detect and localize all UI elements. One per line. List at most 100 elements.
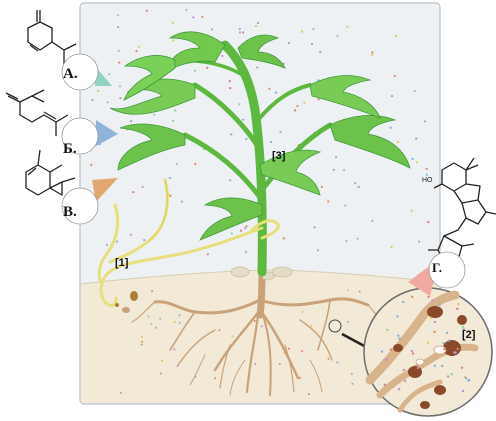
particle-dot — [150, 323, 153, 326]
particle-dot — [431, 299, 434, 302]
particle-dot — [410, 209, 413, 212]
particle-dot — [172, 39, 175, 42]
particle-dot — [396, 315, 399, 318]
particle-dot — [279, 130, 282, 133]
molecule-a-structure — [27, 10, 77, 64]
particle-dot — [441, 364, 444, 368]
particle-dot — [427, 341, 430, 345]
particle-dot — [327, 357, 330, 360]
molecule-g-atoms: HO — [422, 177, 433, 184]
particle-dot — [310, 42, 314, 46]
particle-dot — [301, 350, 304, 353]
particle-dot — [244, 250, 247, 253]
particle-dot — [312, 28, 315, 31]
particle-dot — [308, 393, 310, 396]
particle-dot — [274, 91, 278, 94]
particle-dot — [268, 87, 271, 90]
particle-dot — [206, 253, 209, 256]
particle-dot — [90, 163, 93, 166]
particle-dot — [433, 320, 436, 324]
particle-dot — [256, 21, 260, 25]
particle-dot — [350, 372, 353, 375]
particle-dot — [335, 156, 338, 159]
particle-dot — [140, 343, 143, 346]
particle-dot — [442, 342, 445, 345]
particle-dot — [151, 290, 154, 293]
particle-dot — [299, 376, 301, 379]
particle-dot — [427, 221, 430, 224]
particle-dot — [118, 61, 121, 64]
marker-2: [2] — [462, 329, 476, 341]
soil-particles — [119, 289, 361, 396]
particle-dot — [296, 105, 299, 108]
particle-dot — [468, 331, 472, 334]
particle-dot — [91, 98, 94, 101]
particle-dot — [106, 101, 109, 104]
particle-dot — [173, 320, 176, 323]
particle-dot — [278, 363, 281, 365]
particle-dot — [301, 30, 304, 33]
particle-dot — [390, 245, 393, 249]
particle-dot — [116, 14, 119, 17]
label-bubble-a — [61, 53, 99, 91]
particle-dot — [301, 310, 304, 313]
particle-dot — [245, 225, 248, 228]
particle-dot — [351, 382, 354, 385]
label-b: Б. — [63, 141, 77, 157]
label-bubble-b — [61, 117, 99, 155]
particle-dot — [153, 113, 156, 116]
particle-dot — [238, 31, 242, 34]
particle-dot — [228, 80, 231, 83]
particle-dot — [397, 334, 400, 337]
particle-dot — [380, 350, 384, 353]
particle-dot — [254, 363, 257, 366]
particle-dot — [282, 237, 285, 240]
particle-dot — [229, 87, 232, 90]
particle-dot — [287, 41, 291, 45]
particle-dot — [390, 95, 394, 98]
particle-dot — [117, 49, 120, 52]
particle-dot — [416, 366, 420, 370]
particle-dot — [460, 366, 464, 369]
molecule-b-structure — [5, 89, 69, 136]
particle-dot — [433, 330, 436, 333]
particle-dot — [319, 51, 322, 54]
particle-dot — [159, 372, 162, 375]
particle-dot — [389, 126, 392, 129]
particle-dot — [206, 66, 209, 69]
particle-dot — [242, 118, 245, 121]
plant-leaves — [109, 31, 411, 241]
particle-dot — [410, 349, 413, 353]
particle-dot — [336, 34, 339, 37]
particle-dot — [178, 314, 181, 317]
particle-dot — [425, 173, 428, 176]
particle-dot — [450, 372, 453, 376]
particle-dot — [429, 316, 433, 319]
particle-dot — [174, 109, 177, 112]
particle-dot — [173, 348, 176, 351]
root-system — [131, 266, 385, 396]
particle-dot — [389, 348, 392, 351]
particle-dot — [327, 200, 330, 203]
particle-dot — [137, 45, 140, 48]
particle-dot — [245, 138, 248, 141]
particle-dot — [171, 21, 174, 24]
particle-dot — [446, 375, 450, 378]
particle-dot — [97, 89, 100, 92]
particle-dot — [398, 388, 401, 391]
particle-dot — [411, 157, 414, 160]
particle-dot — [147, 315, 150, 318]
particle-dot — [108, 73, 111, 76]
particle-dot — [130, 120, 133, 123]
particle-dot — [214, 377, 217, 380]
particle-dot — [385, 358, 388, 361]
magnified-view — [363, 287, 493, 417]
fungal-spores — [115, 291, 138, 313]
particle-dot — [310, 324, 313, 327]
particle-dot — [260, 325, 263, 328]
particle-dot — [371, 51, 374, 54]
particle-dot — [211, 28, 214, 31]
particle-dot — [119, 391, 122, 394]
particle-dot — [185, 8, 188, 12]
marker-3: [3] — [272, 150, 286, 162]
